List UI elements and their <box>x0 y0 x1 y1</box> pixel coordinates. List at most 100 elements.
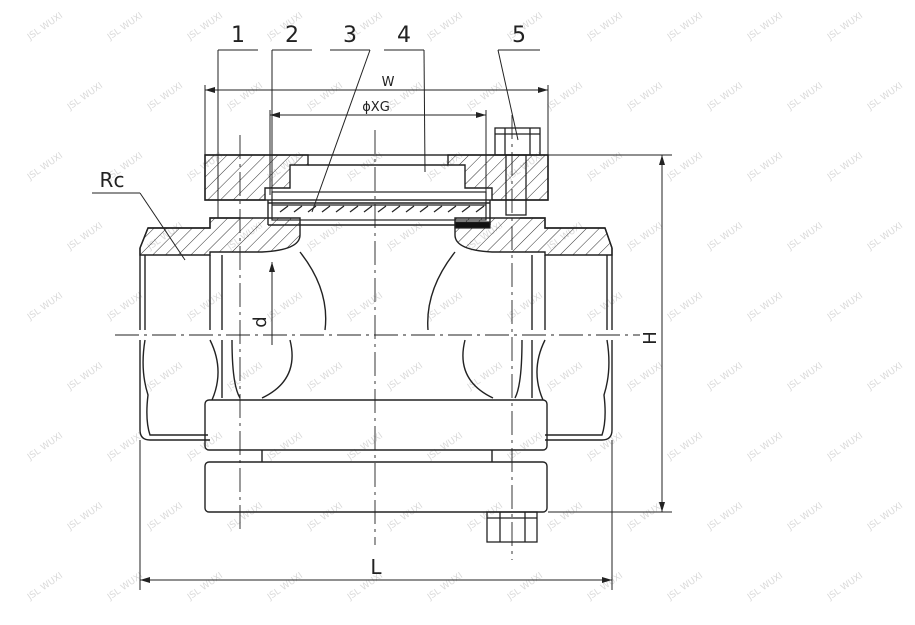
glass-mark <box>377 205 387 213</box>
watermark-text: JSL WUXI <box>545 361 585 393</box>
watermark-text: JSL WUXI <box>65 361 105 393</box>
watermark-text: JSL WUXI <box>585 431 625 463</box>
watermark-text: JSL WUXI <box>465 501 505 533</box>
watermark-text: JSL WUXI <box>505 431 545 463</box>
watermark-text: JSL WUXI <box>185 571 225 603</box>
glass-mark <box>461 205 471 213</box>
valve-body <box>139 217 613 513</box>
watermark-text: JSL WUXI <box>545 81 585 113</box>
part-number-2: 2 <box>285 23 299 48</box>
watermark-text: JSL WUXI <box>545 501 585 533</box>
watermark-text: JSL WUXI <box>785 81 825 113</box>
watermark-text: JSL WUXI <box>865 501 905 533</box>
watermark-text: JSL WUXI <box>625 361 665 393</box>
glass-mark <box>419 205 429 213</box>
glass-mark <box>349 205 359 213</box>
watermark-text: JSL WUXI <box>505 291 545 323</box>
watermark-text: JSL WUXI <box>145 81 185 113</box>
watermark-text: JSL WUXI <box>665 11 705 43</box>
watermark-text: JSL WUXI <box>105 431 145 463</box>
watermark-text: JSL WUXI <box>745 11 785 43</box>
glass-mark <box>405 205 415 213</box>
watermark-text: JSL WUXI <box>825 291 865 323</box>
watermark-text: JSL WUXI <box>625 221 665 253</box>
part-number-4: 4 <box>397 23 411 48</box>
watermark-text: JSL WUXI <box>345 291 385 323</box>
watermark-text: JSL WUXI <box>585 11 625 43</box>
watermark-text: JSL WUXI <box>265 571 305 603</box>
glass-mark <box>307 205 317 213</box>
watermark-text: JSL WUXI <box>225 361 265 393</box>
watermark-text: JSL WUXI <box>385 221 425 253</box>
watermark-text: JSL WUXI <box>705 81 745 113</box>
watermark-text: JSL WUXI <box>465 361 505 393</box>
watermark-text: JSL WUXI <box>865 221 905 253</box>
part-number-1: 1 <box>231 23 245 48</box>
part-number-5: 5 <box>512 23 526 48</box>
watermark-text: JSL WUXI <box>65 81 105 113</box>
watermark-text: JSL WUXI <box>25 291 65 323</box>
watermark-text: JSL WUXI <box>825 571 865 603</box>
watermark-text: JSL WUXI <box>585 291 625 323</box>
watermark-text: JSL WUXI <box>505 571 545 603</box>
watermark-text: JSL WUXI <box>265 431 305 463</box>
glass-mark <box>447 205 457 213</box>
watermark-text: JSL WUXI <box>425 571 465 603</box>
watermark-text: JSL WUXI <box>745 571 785 603</box>
watermark-text: JSL WUXI <box>145 361 185 393</box>
glass-mark <box>335 205 345 213</box>
watermark-text: JSL WUXI <box>65 221 105 253</box>
watermark-text: JSL WUXI <box>745 291 785 323</box>
dimension-d: d <box>250 316 271 327</box>
watermark-text: JSL WUXI <box>745 431 785 463</box>
watermark-text: JSL WUXI <box>385 361 425 393</box>
watermark-text: JSL WUXI <box>225 501 265 533</box>
watermark-text: JSL WUXI <box>145 501 185 533</box>
glass-mark <box>293 205 303 213</box>
watermark-text: JSL WUXI <box>25 431 65 463</box>
center-lines <box>115 115 640 560</box>
watermark-text: JSL WUXI <box>345 431 385 463</box>
watermark-text: JSL WUXI <box>185 11 225 43</box>
watermark-text: JSL WUXI <box>185 291 225 323</box>
watermark-text: JSL WUXI <box>465 81 505 113</box>
watermark-text: JSL WUXI <box>345 151 385 183</box>
watermark-text: JSL WUXI <box>865 81 905 113</box>
cover-flange <box>204 154 549 226</box>
watermark-text: JSL WUXI <box>105 291 145 323</box>
watermark-text: JSL WUXI <box>825 11 865 43</box>
watermark-text: JSL WUXI <box>25 11 65 43</box>
watermark-text: JSL WUXI <box>305 501 345 533</box>
dimension-lines <box>92 49 672 590</box>
glass-mark <box>321 205 331 213</box>
watermark-text: JSL WUXI <box>105 571 145 603</box>
sight-glass <box>271 191 491 229</box>
watermark-text: JSL WUXI <box>625 81 665 113</box>
watermark-text: JSL WUXI <box>825 431 865 463</box>
glass-mark <box>279 205 289 213</box>
glass-mark <box>433 205 443 213</box>
watermark-text: JSL WUXI <box>625 501 665 533</box>
watermark-text: JSL WUXI <box>65 501 105 533</box>
watermark-text: JSL WUXI <box>305 221 345 253</box>
watermark-text: JSL WUXI <box>665 431 705 463</box>
watermark-text: JSL WUXI <box>425 11 465 43</box>
thread-rc: Rc <box>100 168 125 192</box>
watermark-text: JSL WUXI <box>785 221 825 253</box>
part-number-3: 3 <box>343 23 357 48</box>
watermark-text: JSL WUXI <box>665 291 705 323</box>
watermark-text: JSL WUXI <box>705 361 745 393</box>
watermark-text: JSL WUXI <box>105 11 145 43</box>
watermark-text: JSL WUXI <box>825 151 865 183</box>
bolt <box>486 127 541 543</box>
watermark-text: JSL WUXI <box>705 221 745 253</box>
glass-mark <box>391 205 401 213</box>
watermark-text: JSL WUXI <box>585 571 625 603</box>
watermark-text: JSL WUXI <box>745 151 785 183</box>
watermark-text: JSL WUXI <box>585 151 625 183</box>
watermark-layer: JSL WUXI JSL WUXI JSL WUXI JSL WUXI JSL WUXI… <box>25 11 905 603</box>
watermark-text: JSL WUXI <box>265 291 305 323</box>
dimension-xg: ϕXG <box>362 100 390 115</box>
watermark-text: JSL WUXI <box>705 501 745 533</box>
watermark-text: JSL WUXI <box>785 361 825 393</box>
